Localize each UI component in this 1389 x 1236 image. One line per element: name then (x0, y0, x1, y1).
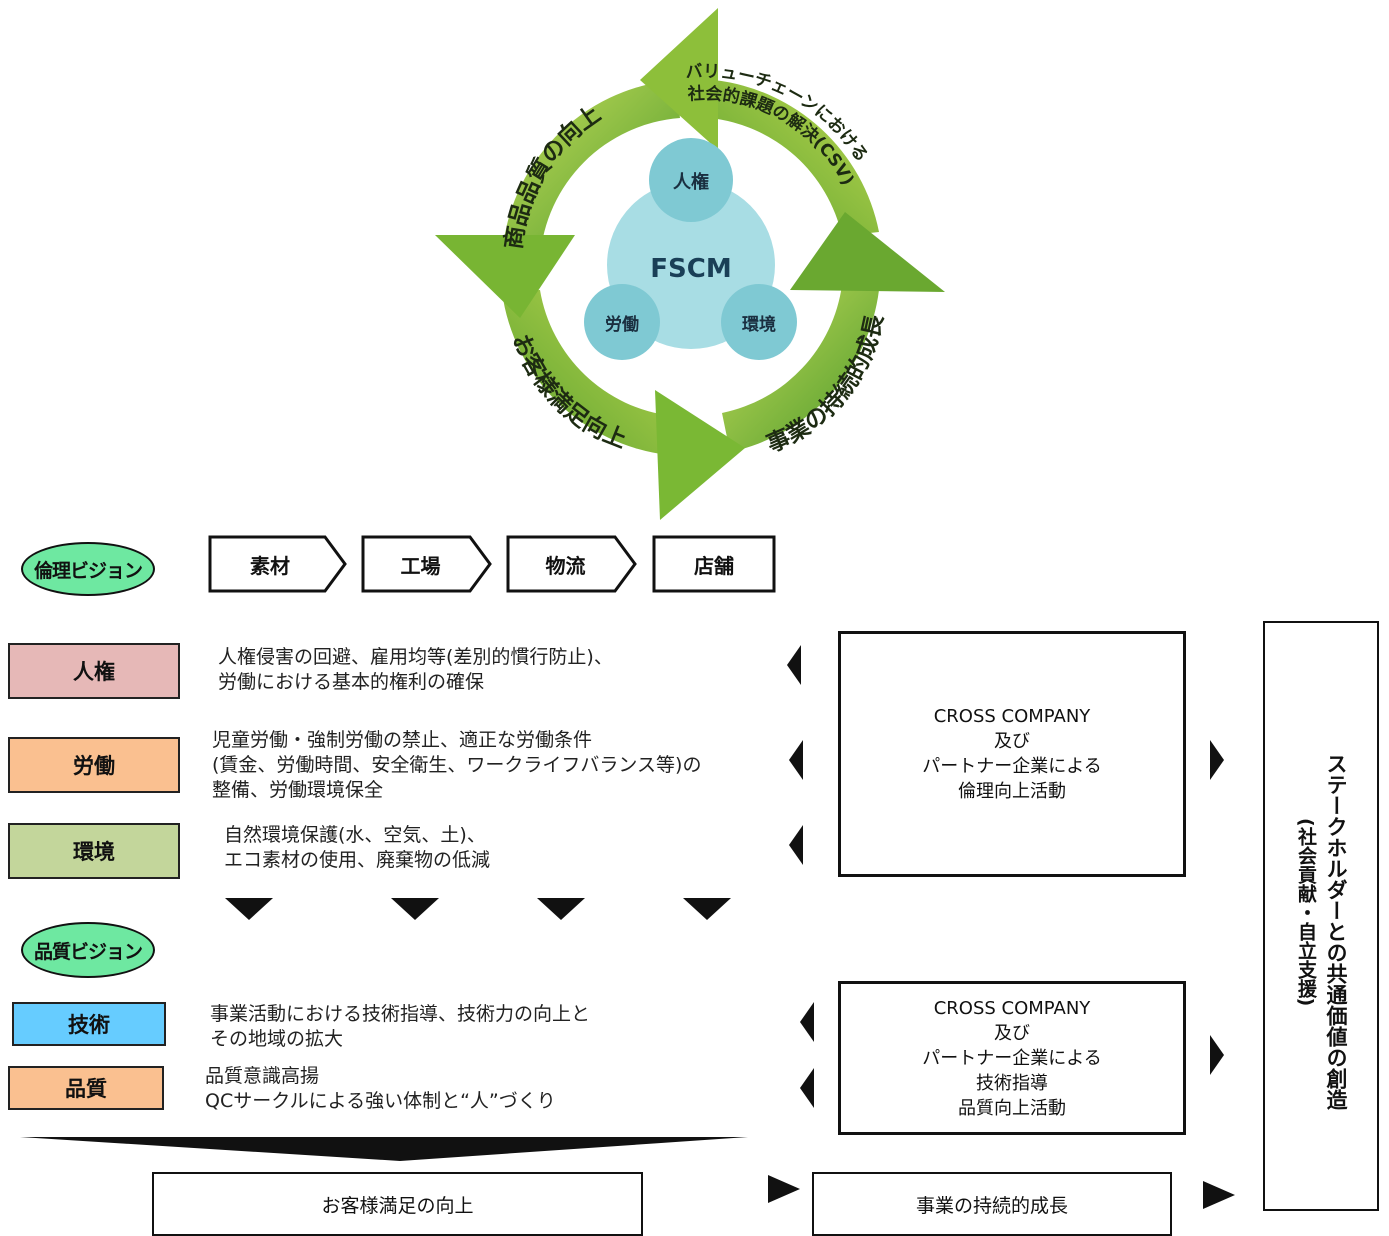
stakeholder-sub-text: (社会貢献・自立支援) (1295, 818, 1317, 1007)
arrow-left-icon (789, 825, 803, 865)
flow-step-store (652, 535, 776, 593)
inner-label-environment: 環境 (742, 314, 776, 335)
arrow-right-icon (1210, 740, 1224, 780)
fscm-cycle-diagram: FSCM 人権 労働 環境 商品品質の向上 バリューチェーンにおける 社会的課題… (435, 8, 945, 520)
human-rights-circle (649, 138, 733, 222)
flow-label-material: 素材 (250, 553, 290, 578)
desc-quality: 品質意識高揚 QCサークルによる強い体制と“人”づくり (205, 1065, 556, 1112)
cross-company-quality-box: CROSS COMPANY 及び パートナー企業による 技術指導 品質向上活動 (838, 981, 1186, 1135)
tag-environment: 環境 (8, 823, 180, 879)
arrow-down-icon (683, 898, 731, 920)
arrow-right-icon (1210, 1035, 1224, 1075)
desc-environment: 自然環境保護(水、空気、土)、 エコ素材の使用、廃棄物の低減 (224, 824, 491, 871)
flow-label-factory: 工場 (400, 553, 441, 578)
flow-step-factory (361, 535, 492, 593)
arrow-left-icon (787, 645, 801, 685)
labor-circle (584, 284, 660, 360)
stakeholder-box: ステークホルダーとの共通価値の創造 (社会貢献・自立支援) (1263, 621, 1379, 1211)
tag-human-rights: 人権 (8, 643, 180, 699)
arrow-right-icon (768, 1175, 800, 1203)
cross-company-ethics-box: CROSS COMPANY 及び パートナー企業による 倫理向上活動 (838, 631, 1186, 877)
stakeholder-main-text: ステークホルダーとの共通価値の創造 (1324, 753, 1348, 1110)
ethics-vision-oval: 倫理ビジョン (21, 542, 155, 596)
merge-wedge (20, 1137, 748, 1161)
flow-label-logistics: 物流 (545, 553, 586, 578)
inner-label-human-rights: 人権 (673, 171, 709, 193)
desc-technology: 事業活動における技術指導、技術力の向上と その地域の拡大 (210, 1003, 591, 1050)
inner-label-labor: 労働 (605, 314, 639, 335)
arrow-down-icon (225, 898, 273, 920)
cycle-ring (502, 80, 879, 455)
arrow-left-icon (800, 1068, 814, 1108)
desc-labor: 児童労働・強制労働の禁止、適正な労働条件 (賃金、労働時間、安全衛生、ワークライ… (212, 729, 702, 801)
quality-vision-oval: 品質ビジョン (21, 922, 155, 978)
desc-human-rights: 人権侵害の回避、雇用均等(差別的慣行防止)、 労働における基本的権利の確保 (218, 646, 613, 693)
flow-label-store: 店舗 (694, 553, 734, 578)
arrow-left-icon (800, 1002, 814, 1042)
environment-circle (721, 284, 797, 360)
tag-labor: 労働 (8, 737, 180, 793)
arrow-down-icon (391, 898, 439, 920)
flow-step-material (208, 535, 347, 593)
arrow-left-icon (789, 740, 803, 780)
fscm-label: FSCM (650, 254, 731, 284)
cycle-arrowheads (435, 8, 945, 520)
customer-satisfaction-box: お客様満足の向上 (152, 1172, 643, 1236)
arrow-down-icon (537, 898, 585, 920)
tag-quality: 品質 (8, 1066, 164, 1110)
arrow-right-icon (1203, 1181, 1235, 1209)
sustainable-growth-box: 事業の持続的成長 (812, 1172, 1172, 1236)
tag-technology: 技術 (12, 1002, 166, 1046)
flow-step-logistics (506, 535, 637, 593)
value-chain-flow (208, 535, 776, 593)
